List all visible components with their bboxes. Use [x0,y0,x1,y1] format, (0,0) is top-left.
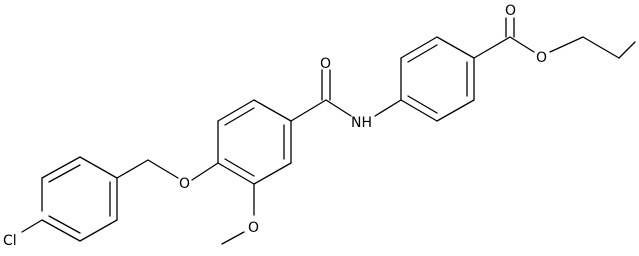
double-bond-inner [407,44,438,63]
double-bond-inner [407,95,438,114]
bond [253,99,292,122]
bond [217,99,255,122]
bond [400,99,438,122]
atom-label-o-ether: O [179,176,190,192]
bond [79,156,118,179]
bond-ring-ch2 [116,159,149,179]
double-bond-inner [224,158,255,177]
atom-label-o-ester: O [536,50,547,66]
atom-label-cl: Cl [3,233,17,249]
bond [436,99,475,122]
atom-label-o-ester-carbonyl: O [505,3,516,19]
bond [41,156,81,179]
benzoate-ring [400,36,475,122]
chlorophenyl-ring [41,156,118,242]
bond-ring-carbonyl [290,99,327,122]
bond [436,36,475,59]
bond-ester-c-o [509,36,535,53]
atom-label-nh: NH [351,115,372,131]
double-bond-inner [224,107,255,126]
double-bond-inner [48,164,81,183]
atom-label-o-methoxy: O [248,220,259,236]
bond-o-ring [191,162,219,181]
bond-c-n [325,99,352,117]
double-bond-inner [48,215,81,234]
bond [79,219,118,242]
bond-ring-ester-c [473,36,511,59]
bond-o-ch3 [221,231,245,245]
bond-o-ch2 [549,36,584,53]
bond-n-ring [374,99,402,117]
bond [253,162,292,185]
central-ring [217,99,292,185]
bond-ch2-o [147,159,179,179]
bond [217,162,255,185]
atom-label-o-amide: O [320,56,331,72]
bond-c-cl [21,219,43,233]
bond [41,219,81,242]
bond [400,36,438,59]
bond-propyl-1 [582,36,620,59]
bond-propyl-2 [618,41,636,59]
